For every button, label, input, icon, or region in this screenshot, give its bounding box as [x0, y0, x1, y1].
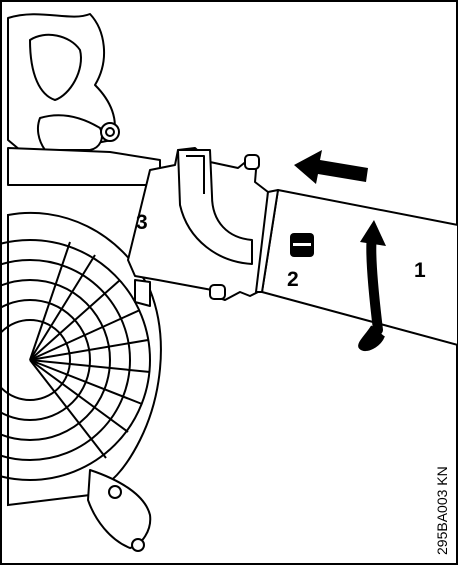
rotate-arrow-icon — [358, 220, 386, 352]
lock-slot-bar — [293, 243, 311, 246]
housing-foot — [87, 469, 152, 552]
image-code: 295BA003 KN — [434, 466, 450, 555]
fan-grille — [0, 211, 162, 507]
callout-label-2: 2 — [287, 268, 299, 291]
push-arrow-icon — [294, 150, 368, 184]
blower-tube — [255, 189, 458, 346]
blower-housing-top — [7, 13, 161, 186]
callout-label-1: 1 — [414, 259, 426, 282]
connector-elbow — [127, 147, 269, 307]
callout-label-3: 3 — [136, 211, 148, 234]
